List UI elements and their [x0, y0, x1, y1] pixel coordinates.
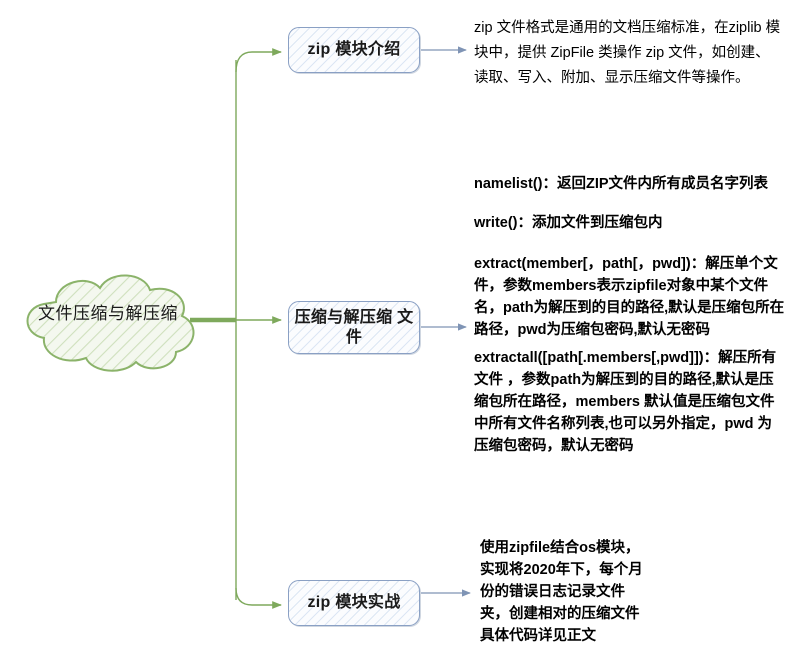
cloud-shape: [26, 274, 195, 372]
topic-node-label: 压缩与解压缩 文件: [294, 308, 414, 346]
root-node-cloud[interactable]: 文件压缩与解压缩: [10, 268, 206, 376]
topic-node-zip-practice[interactable]: zip 模块实战: [288, 580, 420, 626]
topic-node-label: zip 模块实战: [307, 594, 401, 611]
note-practice-description: 使用zipfile结合os模块， 实现将2020年下，每个月 份的错误日志记录文…: [480, 540, 643, 644]
topic-node-compress-decompress[interactable]: 压缩与解压缩 文件: [288, 301, 420, 354]
note-extractall: extractall([path[.members[,pwd]])：解压所有文件…: [474, 350, 777, 454]
note-extract: extract(member[，path[，pwd])：解压单个文件，参数mem…: [474, 256, 785, 338]
note-write: write()：添加文件到压缩包内: [474, 215, 663, 231]
note-namelist: namelist()：返回ZIP文件内所有成员名字列表: [474, 176, 769, 192]
edge-to-topic-1: [235, 48, 282, 73]
note-zip-intro: zip 文件格式是通用的文档压缩标准，在ziplib 模块中，提供 ZipFil…: [474, 20, 781, 86]
topic-node-zip-intro[interactable]: zip 模块介绍: [288, 27, 420, 73]
topic-node-label: zip 模块介绍: [307, 41, 401, 58]
edge-to-topic-3: [235, 587, 282, 609]
root-node-label: 文件压缩与解压缩: [38, 304, 178, 323]
